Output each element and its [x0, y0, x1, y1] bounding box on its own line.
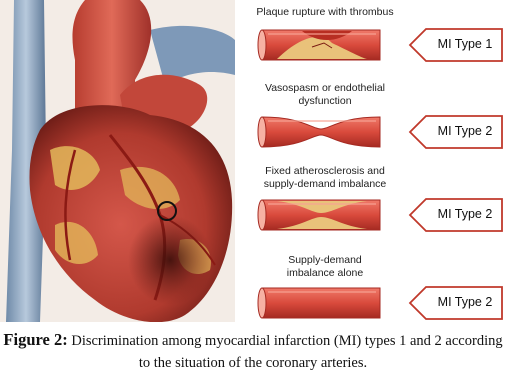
mi-type-label-3: MI Type 2 — [424, 207, 506, 221]
panel-title-2: Vasospasm or endothelial dysfunction — [230, 82, 420, 108]
artery-2 — [258, 117, 380, 147]
mi-type-label-1: MI Type 1 — [424, 37, 506, 51]
artery-opening — [258, 30, 266, 60]
figure-caption: Figure 2: Discrimination among myocardia… — [0, 329, 506, 374]
infarct-area — [128, 215, 212, 305]
mi-type-label-2: MI Type 2 — [424, 124, 506, 138]
panel-title-3: Fixed atherosclerosis and supply-demand … — [230, 165, 420, 191]
artery-3 — [258, 200, 380, 230]
artery-opening — [258, 288, 266, 318]
artery-1 — [258, 30, 380, 60]
artery-opening — [258, 200, 266, 230]
artery-4 — [258, 288, 380, 318]
mi-type-label-4: MI Type 2 — [424, 295, 506, 309]
caption-text: Discrimination among myocardial infarcti… — [68, 333, 503, 371]
panel-title-4: Supply-demand imbalance alone — [230, 254, 420, 280]
caption-label: Figure 2: — [3, 330, 67, 349]
heart-illustration — [0, 0, 235, 322]
artery-opening — [258, 117, 266, 147]
panel-title-1: Plaque rupture with thrombus — [230, 6, 420, 19]
